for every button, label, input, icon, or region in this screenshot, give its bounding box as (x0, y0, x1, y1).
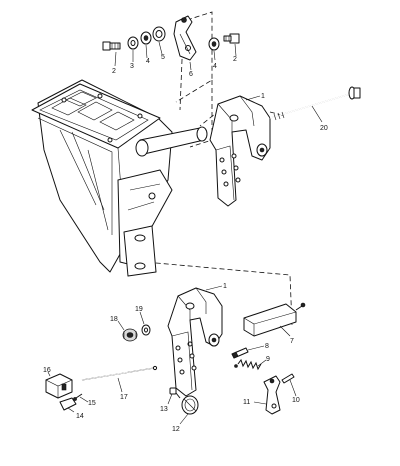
clamp-bracket-upper (209, 95, 271, 207)
callout-labels: 1 2 3 4 5 6 4 2 20 1 7 8 9 10 11 12 13 1… (43, 54, 328, 433)
callout-19: 19 (135, 306, 143, 313)
rod-17 (81, 365, 158, 381)
callout-5: 5 (161, 54, 165, 61)
screw-15 (73, 393, 83, 401)
callout-13: 13 (160, 406, 168, 413)
callout-3: 3 (130, 63, 134, 70)
pin-8 (231, 347, 249, 359)
driveshaft-housing (31, 79, 208, 277)
bolt-2-left (102, 41, 121, 51)
callout-17: 17 (120, 394, 128, 401)
ring-5 (152, 26, 166, 42)
knob-12 (181, 395, 199, 415)
callout-8: 8 (265, 343, 269, 350)
plate-14 (59, 397, 77, 411)
callout-4-right: 4 (213, 63, 217, 70)
washer-19 (141, 324, 151, 336)
callout-9: 9 (266, 356, 270, 363)
callout-1-bottom: 1 (223, 283, 227, 290)
bolt-2-right (223, 33, 240, 44)
washer-3 (127, 36, 139, 50)
washer-4-left (140, 31, 152, 45)
callout-4-left: 4 (146, 58, 150, 65)
callout-1-top: 1 (261, 93, 265, 100)
callout-18: 18 (110, 316, 118, 323)
friction-block-7 (243, 302, 306, 337)
clip-16 (45, 373, 73, 399)
callout-11: 11 (243, 399, 250, 406)
callout-12: 12 (172, 426, 180, 433)
knob-18 (122, 328, 138, 342)
through-bolt-20 (269, 86, 361, 121)
callout-14: 14 (76, 413, 84, 420)
callout-16: 16 (43, 367, 51, 374)
washer-4-right (208, 37, 220, 51)
clamp-bracket-lower (167, 287, 223, 397)
callout-6: 6 (189, 71, 193, 78)
steering-arm-6 (173, 15, 197, 61)
callout-2-left: 2 (112, 68, 116, 75)
callout-10: 10 (292, 397, 300, 404)
lever-11 (263, 375, 281, 415)
screw-13 (169, 387, 181, 399)
pin-10 (281, 373, 295, 384)
spring-9 (234, 358, 262, 371)
callout-7: 7 (290, 338, 294, 345)
callout-20: 20 (320, 125, 328, 132)
callout-15: 15 (88, 400, 96, 407)
callout-2-right: 2 (233, 56, 237, 63)
leader-lines (47, 41, 323, 425)
